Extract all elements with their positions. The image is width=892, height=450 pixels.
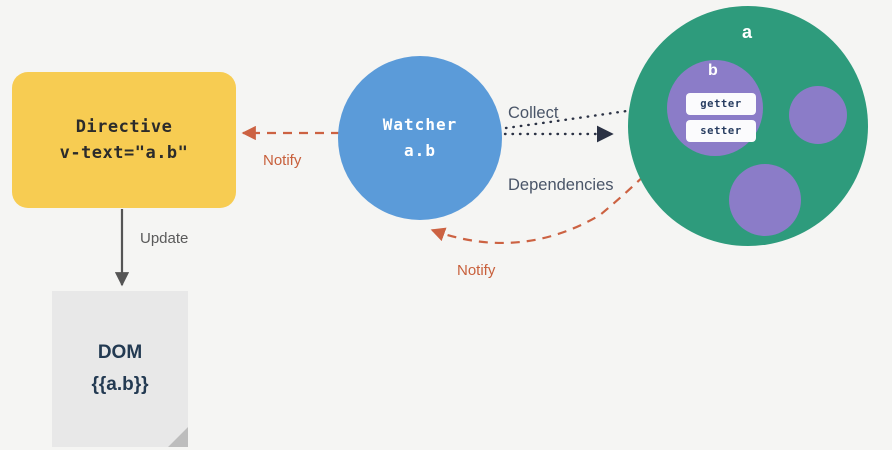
directive-expression: v-text="a.b" (59, 143, 189, 163)
property-circle-tertiary (729, 164, 801, 236)
setter-pill[interactable]: setter (686, 120, 756, 142)
collect-dependencies-label-line2: Dependencies (508, 175, 614, 194)
update-dom-label: Update (140, 230, 189, 247)
watcher-expression: a.b (404, 141, 436, 160)
watcher-title: Watcher (382, 115, 458, 135)
directive-node[interactable]: Directive v-text="a.b" (12, 72, 236, 208)
data-object-label: a (742, 22, 753, 42)
getter-pill[interactable]: getter (686, 93, 756, 115)
directive-title: Directive (75, 116, 173, 137)
notify-directive-label: Notify (263, 152, 302, 169)
property-b-label: b (708, 62, 718, 79)
notify-watcher-label: Notify (457, 262, 496, 279)
collect-dependencies-label: Collect Dependencies (508, 54, 614, 245)
dom-interpolation: {{a.b}} (91, 374, 149, 395)
collect-dependencies-label-line1: Collect (508, 103, 559, 122)
edge-collect-dependencies-upper (504, 96, 683, 130)
watcher-node[interactable]: Watcher a.b (338, 56, 502, 220)
dom-title: DOM (97, 341, 143, 363)
property-circle-secondary (789, 86, 847, 144)
dom-node[interactable]: DOM {{a.b}} (52, 291, 188, 447)
